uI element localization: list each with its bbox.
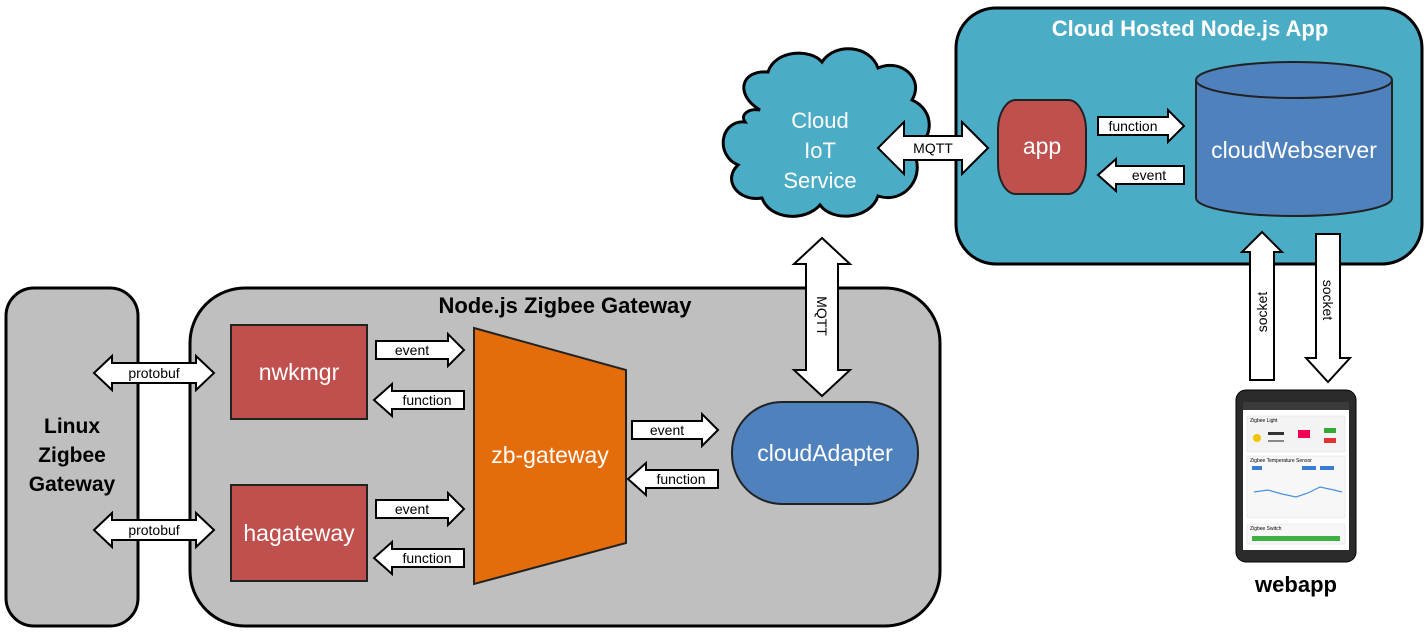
nwk-function-label: function	[402, 392, 452, 408]
tablet-section-temp: Zigbee Temperature Sensor	[1250, 458, 1312, 464]
cloud-webserver-label: cloudWebserver	[1211, 137, 1377, 163]
socket-right-label: socket	[1320, 279, 1336, 321]
app-shape	[997, 99, 1087, 195]
ha-function-arrow	[372, 539, 465, 577]
mqtt-vertical-arrow	[791, 236, 853, 398]
node-gateway-title: Node.js Zigbee Gateway	[438, 293, 692, 318]
cloud-app-title: Cloud Hosted Node.js App	[1051, 16, 1329, 41]
app-event-arrow	[1096, 156, 1185, 194]
zb-event-arrow	[631, 411, 720, 449]
socket-right-arrow	[1303, 233, 1353, 384]
cloud-adapter-label: cloudAdapter	[757, 440, 893, 466]
mqtt-horizontal-label: MQTT	[913, 140, 953, 156]
zb-function-label: function	[656, 471, 706, 487]
cloud-iot-shape	[721, 47, 931, 218]
hagateway-box: hagateway	[230, 484, 368, 582]
tablet-section-light: Zigbee Light	[1250, 418, 1278, 424]
cloud-iot-label: Cloud IoT Service	[770, 106, 870, 196]
cloud-iot-line: Service	[783, 168, 857, 193]
cloud-iot-line: Cloud	[791, 108, 849, 133]
nwk-event-label: event	[394, 342, 430, 358]
zb-event-label: event	[649, 422, 685, 438]
zb-gateway-label: zb-gateway	[491, 442, 609, 468]
linux-label-line: Zigbee	[38, 444, 106, 467]
cloud-iot-line: IoT	[804, 138, 836, 163]
tablet-device	[1235, 389, 1357, 563]
app-event-label: event	[1131, 167, 1167, 183]
protobuf-top-label: protobuf	[128, 365, 180, 381]
mqtt-vertical-label: MQTT	[814, 296, 830, 336]
nwkmgr-box: nwkmgr	[230, 324, 368, 420]
protobuf-top-arrow	[92, 353, 216, 393]
socket-left-label: socket	[1254, 291, 1270, 333]
socket-left-arrow	[1239, 230, 1285, 381]
webapp-label: webapp	[1255, 572, 1337, 597]
zb-gateway-shape	[473, 326, 627, 586]
cloud-webserver-shape	[1195, 61, 1393, 217]
nwk-function-arrow	[372, 381, 465, 419]
linux-label-line: Linux	[44, 415, 100, 438]
cloud-adapter-shape	[731, 401, 919, 505]
nwk-event-arrow	[375, 331, 466, 369]
mqtt-horizontal-arrow	[876, 119, 990, 177]
zb-function-arrow	[626, 460, 719, 498]
app-function-arrow	[1097, 107, 1186, 145]
ha-function-label: function	[402, 550, 452, 566]
ha-event-label: event	[394, 501, 430, 517]
app-function-label: function	[1108, 118, 1158, 134]
tablet-section-switch: Zigbee Switch	[1250, 526, 1282, 532]
protobuf-bottom-label: protobuf	[128, 522, 180, 538]
ha-event-arrow	[375, 490, 466, 528]
app-label: app	[1022, 133, 1062, 159]
protobuf-bottom-arrow	[92, 510, 216, 550]
linux-gateway-label: Linux Zigbee Gateway	[10, 412, 134, 499]
linux-label-line: Gateway	[28, 473, 116, 496]
